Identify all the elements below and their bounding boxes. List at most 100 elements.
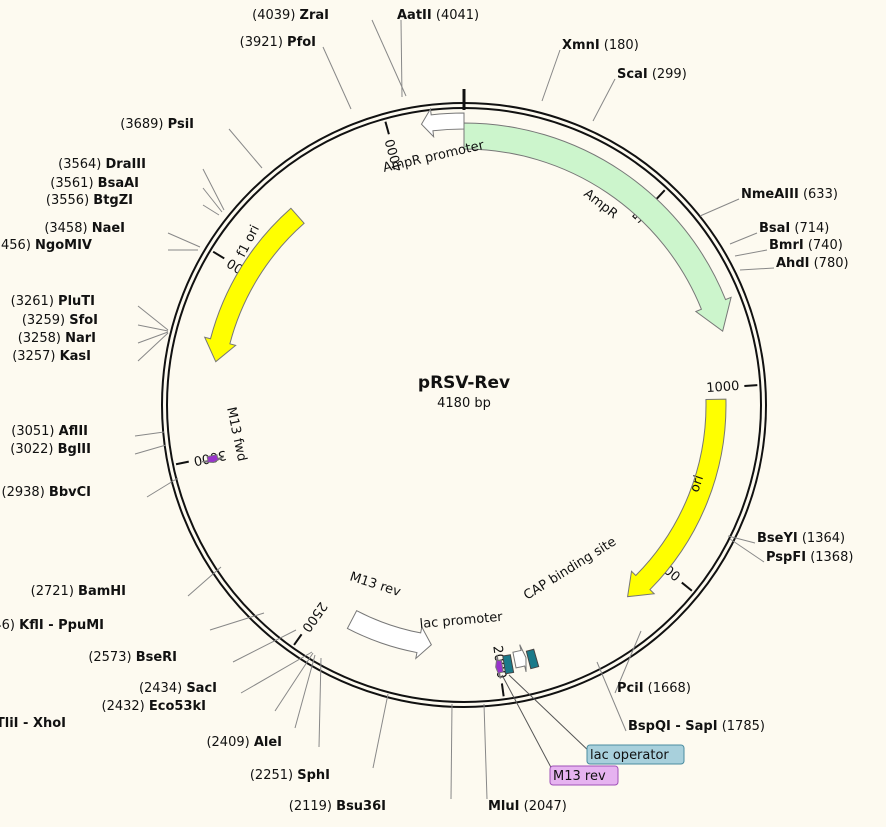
site-name: XmnI <box>562 38 600 53</box>
site-aatii[interactable]: AatII (4041) <box>397 8 479 98</box>
site-position: (3556) <box>46 193 93 208</box>
site-leader-line <box>187 566 222 597</box>
site-name: KflI - PpuMI <box>19 618 104 633</box>
site-leader-line <box>541 49 561 102</box>
site-draiii[interactable]: (3564) DraIII <box>58 157 225 211</box>
site-leader-line <box>202 187 223 213</box>
site-label: (2119) Bsu36I <box>289 799 386 814</box>
site-leader-line <box>729 232 758 245</box>
site-leader-line <box>699 198 740 217</box>
site-nari[interactable]: (3258) NarI <box>18 331 169 346</box>
site-label: (3261) PluTI <box>11 294 95 309</box>
site-eco53ki[interactable]: (2432) Eco53kI <box>102 652 314 714</box>
site-position: (299) <box>648 67 687 82</box>
site-leader-line <box>209 612 265 631</box>
site-name: PsiI <box>168 117 194 132</box>
site-label: (2646) KflI - PpuMI <box>0 618 104 633</box>
site-name: BmrI <box>769 238 804 253</box>
site-position: (1785) <box>718 719 765 734</box>
site-label: MluI (2047) <box>488 799 567 814</box>
site-nmeaiii[interactable]: NmeAIII (633) <box>699 187 838 217</box>
site-leader-line <box>167 232 201 248</box>
site-pspfi[interactable]: PspFI (1368) <box>729 538 853 565</box>
site-leader-line <box>137 331 169 344</box>
site-mlui[interactable]: MluI (2047) <box>483 703 567 814</box>
site-label: XmnI (180) <box>562 38 639 53</box>
tick-3000 <box>175 460 189 466</box>
site-bseri[interactable]: (2573) BseRI <box>88 629 297 665</box>
site-bmri[interactable]: BmrI (740) <box>734 238 843 257</box>
site-label: AhdI (780) <box>776 256 849 271</box>
feature-f1-ori <box>203 207 305 363</box>
site-bspqi-sapi[interactable]: BspQI - SapI (1785) <box>596 661 765 734</box>
site-leader-line <box>734 249 768 257</box>
site-bsu36i[interactable]: (2119) Bsu36I <box>289 703 453 814</box>
site-pluti[interactable]: (3261) PluTI <box>11 294 169 331</box>
tick-2500 <box>293 633 303 646</box>
site-label: AatII (4041) <box>397 8 479 23</box>
site-xmni[interactable]: XmnI (180) <box>541 38 639 102</box>
site-psii[interactable]: (3689) PsiI <box>120 117 263 169</box>
site-ngomiv[interactable]: (3456) NgoMIV <box>0 238 198 253</box>
site-position: (780) <box>809 256 848 271</box>
site-name: SphI <box>297 768 330 783</box>
site-name: PciI <box>617 681 644 696</box>
site-sfoi[interactable]: (3259) SfoI <box>22 313 169 332</box>
site-paer7i-pspxi-tlii-xhoi[interactable]: (2427) PaeR7I - PspXI - TliI - XhoI <box>0 654 316 731</box>
feature-lac-promoter <box>512 644 527 672</box>
site-bsai[interactable]: BsaI (714) <box>729 221 829 245</box>
site-label: (3458) NaeI <box>44 221 125 236</box>
site-leader-line <box>483 703 488 800</box>
site-bamhi[interactable]: (2721) BamHI <box>31 566 222 599</box>
site-scai[interactable]: ScaI (299) <box>592 67 687 122</box>
site-label: (2938) BbvCI <box>2 485 91 500</box>
site-leader-line <box>727 535 756 544</box>
site-name: AleI <box>254 735 282 750</box>
site-position: (1668) <box>644 681 691 696</box>
site-position: (3458) <box>44 221 91 236</box>
site-saci[interactable]: (2434) SacI <box>139 651 313 696</box>
restriction-sites: (4039) ZraI(3921) PfoI AatII (4041) XmnI (… <box>0 8 853 814</box>
feature-ori <box>626 398 727 598</box>
site-naei[interactable]: (3458) NaeI <box>44 221 201 248</box>
site-pcii[interactable]: PciI (1668) <box>614 630 691 696</box>
site-leader-line <box>137 324 169 332</box>
site-leader-line <box>202 204 220 216</box>
site-position: (2119) <box>289 799 336 814</box>
tick-1000 <box>744 384 758 388</box>
site-sphi[interactable]: (2251) SphI <box>250 693 389 783</box>
site-label: (3556) BtgZI <box>46 193 133 208</box>
site-position: (2047) <box>519 799 566 814</box>
site-label: (3564) DraIII <box>58 157 146 172</box>
site-label: (3561) BsaAI <box>50 176 139 191</box>
feature-lac-operator <box>502 654 515 675</box>
site-bbvci[interactable]: (2938) BbvCI <box>2 477 179 500</box>
feature-ampr <box>463 122 732 333</box>
site-position: (3259) <box>22 313 69 328</box>
site-position: (2646) <box>0 618 19 633</box>
site-name: BspQI - SapI <box>628 719 718 734</box>
site-alei[interactable]: (2409) AleI <box>206 657 322 750</box>
site-kasi[interactable]: (3257) KasI <box>12 332 169 364</box>
svg-text:lac operator: lac operator <box>590 748 669 763</box>
site-bglii[interactable]: (3022) BglII <box>10 442 167 457</box>
site-name: PaeR7I - PspXI - TliI - XhoI <box>0 716 66 731</box>
site-leader-line <box>146 477 179 498</box>
site-name: NgoMIV <box>35 238 92 253</box>
site-position: (3051) <box>11 424 58 439</box>
site-btgzi[interactable]: (3556) BtgZI <box>46 193 220 216</box>
site-label: (2409) AleI <box>206 735 282 750</box>
tick-label-2500: 2500 <box>298 599 329 635</box>
site-pfoi[interactable]: (3921) PfoI <box>240 35 352 110</box>
site-bseyi[interactable]: BseYI (1364) <box>727 531 845 546</box>
site-ahdi[interactable]: AhdI (780) <box>739 256 849 271</box>
site-kfli-ppumi[interactable]: (2646) KflI - PpuMI <box>0 612 265 633</box>
feature-rsv-promoter <box>346 609 432 660</box>
site-label: (3257) KasI <box>12 349 91 364</box>
site-aflii[interactable]: (3051) AflII <box>11 424 165 439</box>
tick-3500 <box>212 250 225 260</box>
site-position: (633) <box>799 187 838 202</box>
site-zrai[interactable]: (4039) ZraI <box>252 8 407 97</box>
site-bsaai[interactable]: (3561) BsaAI <box>50 176 223 213</box>
site-name: BtgZI <box>93 193 133 208</box>
